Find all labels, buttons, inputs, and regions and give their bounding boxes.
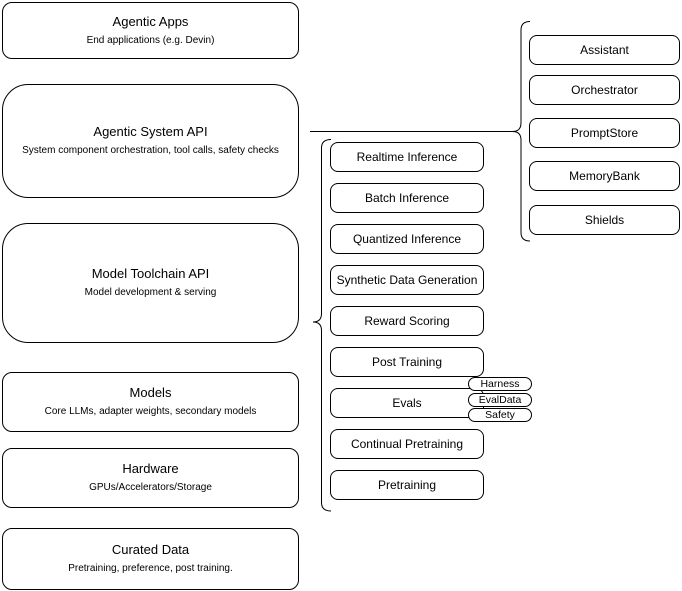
node-evals[interactable]: Evals	[330, 388, 484, 418]
node-synthetic-data-generation[interactable]: Synthetic Data Generation	[330, 265, 484, 295]
node-label: Pretraining	[377, 478, 437, 492]
node-title: Model Toolchain API	[91, 266, 210, 282]
system-components-brace-connector	[512, 21, 531, 242]
node-subtitle: System component orchestration, tool cal…	[22, 145, 279, 157]
node-memorybank[interactable]: MemoryBank	[529, 161, 680, 191]
node-label: Continual Pretraining	[350, 437, 464, 451]
node-label: Quantized Inference	[352, 232, 462, 246]
node-shields[interactable]: Shields	[529, 205, 680, 235]
node-label: Post Training	[371, 355, 443, 369]
node-realtime-inference[interactable]: Realtime Inference	[330, 142, 484, 172]
badge-safety[interactable]: Safety	[468, 408, 532, 422]
node-models[interactable]: Models Core LLMs, adapter weights, secon…	[2, 372, 299, 432]
node-agentic-apps[interactable]: Agentic Apps End applications (e.g. Devi…	[2, 2, 299, 59]
node-post-training[interactable]: Post Training	[330, 347, 484, 377]
node-orchestrator[interactable]: Orchestrator	[529, 75, 680, 105]
node-label: Reward Scoring	[364, 314, 450, 328]
toolchain-brace-connector	[312, 139, 332, 512]
node-subtitle: Core LLMs, adapter weights, secondary mo…	[44, 406, 257, 418]
node-subtitle: End applications (e.g. Devin)	[86, 34, 215, 46]
node-title: Agentic Apps	[112, 13, 189, 29]
node-curated-data[interactable]: Curated Data Pretraining, preference, po…	[2, 528, 299, 590]
badge-harness[interactable]: Harness	[468, 377, 532, 391]
node-batch-inference[interactable]: Batch Inference	[330, 183, 484, 213]
node-subtitle: Model development & serving	[84, 287, 217, 299]
node-title: Curated Data	[111, 542, 190, 558]
badge-label: Harness	[480, 377, 520, 390]
node-hardware[interactable]: Hardware GPUs/Accelerators/Storage	[2, 448, 299, 508]
node-promptstore[interactable]: PromptStore	[529, 118, 680, 148]
node-label: Batch Inference	[364, 191, 450, 205]
node-title: Agentic System API	[93, 124, 208, 140]
node-subtitle: GPUs/Accelerators/Storage	[89, 482, 212, 494]
badge-label: Safety	[485, 408, 515, 421]
node-label: Shields	[584, 213, 625, 227]
node-title: Models	[129, 385, 172, 401]
node-label: Realtime Inference	[356, 150, 458, 164]
node-label: MemoryBank	[569, 169, 640, 183]
badge-label: EvalData	[478, 393, 522, 406]
node-assistant[interactable]: Assistant	[529, 35, 680, 65]
node-subtitle: Pretraining, preference, post training.	[68, 563, 233, 575]
node-pretraining[interactable]: Pretraining	[330, 470, 484, 500]
node-label: Orchestrator	[571, 83, 638, 97]
node-label: Evals	[392, 396, 422, 410]
node-label: Assistant	[580, 43, 629, 57]
node-quantized-inference[interactable]: Quantized Inference	[330, 224, 484, 254]
node-title: Hardware	[122, 461, 179, 477]
node-label: Synthetic Data Generation	[336, 273, 478, 287]
node-reward-scoring[interactable]: Reward Scoring	[330, 306, 484, 336]
node-label: PromptStore	[570, 126, 639, 140]
node-model-toolchain-api[interactable]: Model Toolchain API Model development & …	[2, 223, 299, 343]
node-agentic-system-api[interactable]: Agentic System API System component orch…	[2, 84, 299, 198]
node-continual-pretraining[interactable]: Continual Pretraining	[330, 429, 484, 459]
badge-evaldata[interactable]: EvalData	[468, 393, 532, 407]
